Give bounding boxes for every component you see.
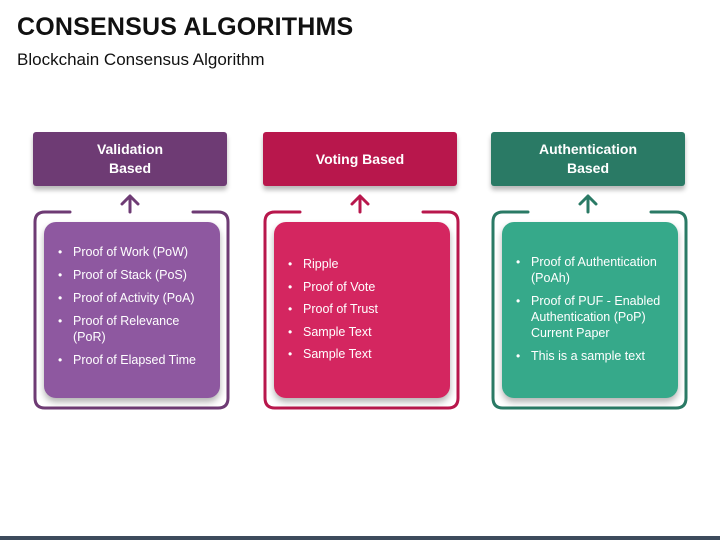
list-item: • Proof of Stack (PoS) [56, 267, 210, 283]
list-item: • Proof of Trust [286, 301, 440, 317]
card-authentication: • Proof of Authentication (PoAh) • Proof o… [502, 222, 678, 398]
bullet-icon: • [288, 347, 293, 361]
header-authentication-label: Authentication Based [539, 141, 637, 176]
bullet-icon: • [516, 349, 521, 363]
page-subtitle: Blockchain Consensus Algorithm [17, 50, 265, 69]
list-item-text: Proof of Elapsed Time [73, 353, 196, 367]
list-item-text: Proof of Relevance (PoR) [73, 314, 180, 344]
list-voting: • Ripple • Proof of Vote • Proof of Trust •… [286, 256, 440, 362]
list-item: • Ripple [286, 256, 440, 272]
list-item-text: Proof of Vote [303, 279, 376, 294]
bullet-icon: • [58, 353, 63, 367]
list-item-text: Proof of Work (PoW) [73, 245, 189, 259]
list-item: • Proof of Activity (PoA) [56, 290, 210, 306]
list-item-text: Proof of Trust [303, 302, 379, 316]
bullet-icon: • [58, 291, 63, 305]
list-item-text: Ripple [303, 257, 339, 271]
list-item: • Proof of Vote [286, 279, 440, 295]
header-authentication: Authentication Based [491, 132, 685, 186]
column-authentication: Authentication Based • Proof of Authentic… [458, 0, 698, 540]
arrow-up-icon [578, 194, 598, 214]
list-item: • Sample Text [286, 346, 440, 362]
bullet-icon: • [288, 324, 293, 339]
bullet-icon: • [288, 257, 293, 271]
page-title: CONSENSUS ALGORITHMS [17, 13, 354, 41]
column-validation: Validation Based • Proof of Work (PoW) • P… [0, 0, 240, 540]
footer-bar [0, 536, 720, 540]
list-item-text: Proof of Activity (PoA) [73, 291, 195, 305]
header-validation: Validation Based [33, 132, 227, 186]
bullet-icon: • [58, 314, 63, 328]
list-item-text: Sample Text [303, 324, 372, 339]
bullet-icon: • [288, 279, 293, 294]
loop-arrow-voting [263, 194, 460, 410]
list-item-text: Proof of Stack (PoS) [73, 268, 187, 282]
arrow-up-icon [120, 194, 140, 214]
loop-arrow-authentication [491, 194, 688, 410]
list-item-text: Sample Text [303, 347, 372, 361]
loop-arrow-validation [33, 194, 230, 410]
bullet-icon: • [58, 268, 63, 282]
header-voting-label: Voting Based [315, 150, 405, 167]
list-validation: • Proof of Work (PoW) • Proof of Stack (Po… [56, 244, 210, 368]
header-validation-label: Validation Based [96, 141, 164, 176]
list-item: • This is a sample text [514, 348, 668, 364]
list-item: • Sample Text [286, 324, 440, 340]
column-voting: Voting Based • Ripple • Proof of Vote • Pro… [230, 0, 470, 540]
list-item: • Proof of Elapsed Time [56, 352, 210, 368]
bullet-icon: • [58, 245, 63, 259]
list-item: • Proof of Relevance (PoR) [56, 313, 210, 345]
list-item-text: This is a sample text [531, 349, 645, 363]
list-item: • Proof of Work (PoW) [56, 244, 210, 260]
header-voting: Voting Based [263, 132, 457, 186]
list-item: • Proof of PUF - Enabled Authentication (… [514, 293, 668, 341]
list-item-text: Proof of PUF - Enabled Authentication (P… [531, 294, 661, 340]
card-voting: • Ripple • Proof of Vote • Proof of Trust •… [274, 222, 450, 398]
bullet-icon: • [288, 302, 293, 316]
list-item-text: Proof of Authentication (PoAh) [531, 255, 657, 285]
arrow-up-icon [350, 194, 370, 214]
bullet-icon: • [516, 294, 521, 308]
card-validation: • Proof of Work (PoW) • Proof of Stack (Po… [44, 222, 220, 398]
list-authentication: • Proof of Authentication (PoAh) • Proof o… [514, 254, 668, 364]
bullet-icon: • [516, 255, 521, 269]
list-item: • Proof of Authentication (PoAh) [514, 254, 668, 286]
